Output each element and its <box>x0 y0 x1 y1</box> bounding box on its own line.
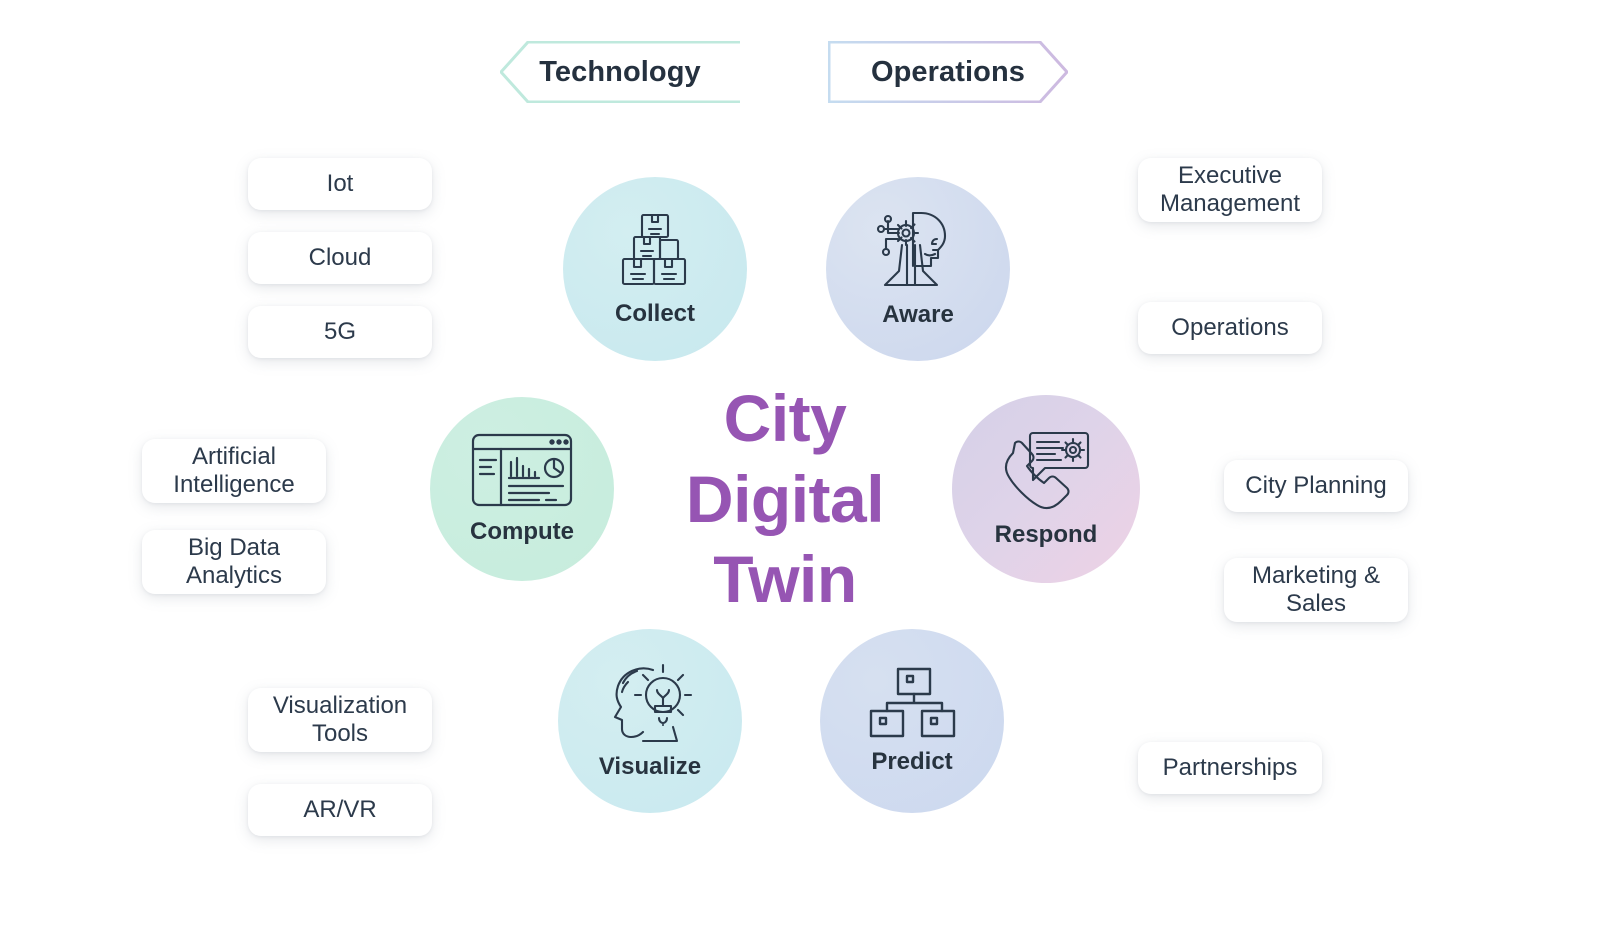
banner-technology-shape <box>500 41 740 103</box>
page-title-line-1: City <box>723 381 847 455</box>
card-city-planning-label: City Planning <box>1245 471 1387 499</box>
node-respond-label: Respond <box>994 521 1098 548</box>
node-visualize-label: Visualize <box>598 753 702 780</box>
phone-chat-gear-icon <box>999 429 1093 511</box>
card-artificial-intelligence-label: Artificial Intelligence <box>173 442 295 498</box>
card-visualization-tools[interactable]: Visualization Tools <box>248 688 432 752</box>
page-title-line-2: Digital <box>685 461 885 536</box>
dashboard-window-icon <box>470 432 574 508</box>
page-title-line-3: Twin <box>713 542 857 617</box>
node-collect-label: Collect <box>614 300 695 327</box>
banner-technology-label: Technology <box>539 55 701 88</box>
card-operations[interactable]: Operations <box>1138 302 1322 354</box>
banner-operations-label: Operations <box>870 55 1026 88</box>
card-iot[interactable]: Iot <box>248 158 432 210</box>
card-visualization-tools-label: Visualization Tools <box>272 691 408 747</box>
ai-head-gear-icon <box>875 209 961 291</box>
card-marketing-sales[interactable]: Marketing & Sales <box>1224 558 1408 622</box>
node-compute[interactable]: Compute <box>430 397 614 581</box>
card-ar-vr-label: AR/VR <box>303 795 377 823</box>
banner-technology[interactable]: Technology <box>500 41 740 103</box>
node-respond[interactable]: Respond <box>952 395 1140 583</box>
card-artificial-intelligence[interactable]: Artificial Intelligence <box>142 439 326 503</box>
card-cloud-label: Cloud <box>308 243 372 271</box>
node-aware-label: Aware <box>882 301 954 328</box>
card-executive-management-label: Executive Management <box>1159 161 1301 217</box>
card-partnerships[interactable]: Partnerships <box>1138 742 1322 794</box>
node-predict-label: Predict <box>871 748 953 775</box>
card-5g-label: 5G <box>323 317 356 345</box>
card-big-data-analytics[interactable]: Big Data Analytics <box>142 530 326 594</box>
card-ar-vr[interactable]: AR/VR <box>248 784 432 836</box>
banner-operations[interactable]: Operations <box>828 41 1068 103</box>
node-aware[interactable]: Aware <box>826 177 1010 361</box>
node-compute-label: Compute <box>470 518 574 545</box>
hierarchy-tree-icon <box>865 666 959 738</box>
card-partnerships-label: Partnerships <box>1162 753 1298 781</box>
stacked-boxes-icon <box>613 210 697 290</box>
card-operations-label: Operations <box>1171 313 1289 341</box>
head-lightbulb-icon <box>605 661 695 743</box>
node-collect[interactable]: Collect <box>563 177 747 361</box>
node-visualize[interactable]: Visualize <box>558 629 742 813</box>
card-cloud[interactable]: Cloud <box>248 232 432 284</box>
page-title: City Digital Twin <box>640 378 930 620</box>
node-predict[interactable]: Predict <box>820 629 1004 813</box>
card-5g[interactable]: 5G <box>248 306 432 358</box>
card-city-planning[interactable]: City Planning <box>1224 460 1408 512</box>
banner-operations-shape <box>828 41 1068 103</box>
card-marketing-sales-label: Marketing & Sales <box>1251 561 1381 617</box>
card-big-data-analytics-label: Big Data Analytics <box>185 533 283 589</box>
card-executive-management[interactable]: Executive Management <box>1138 158 1322 222</box>
card-iot-label: Iot <box>326 169 354 197</box>
